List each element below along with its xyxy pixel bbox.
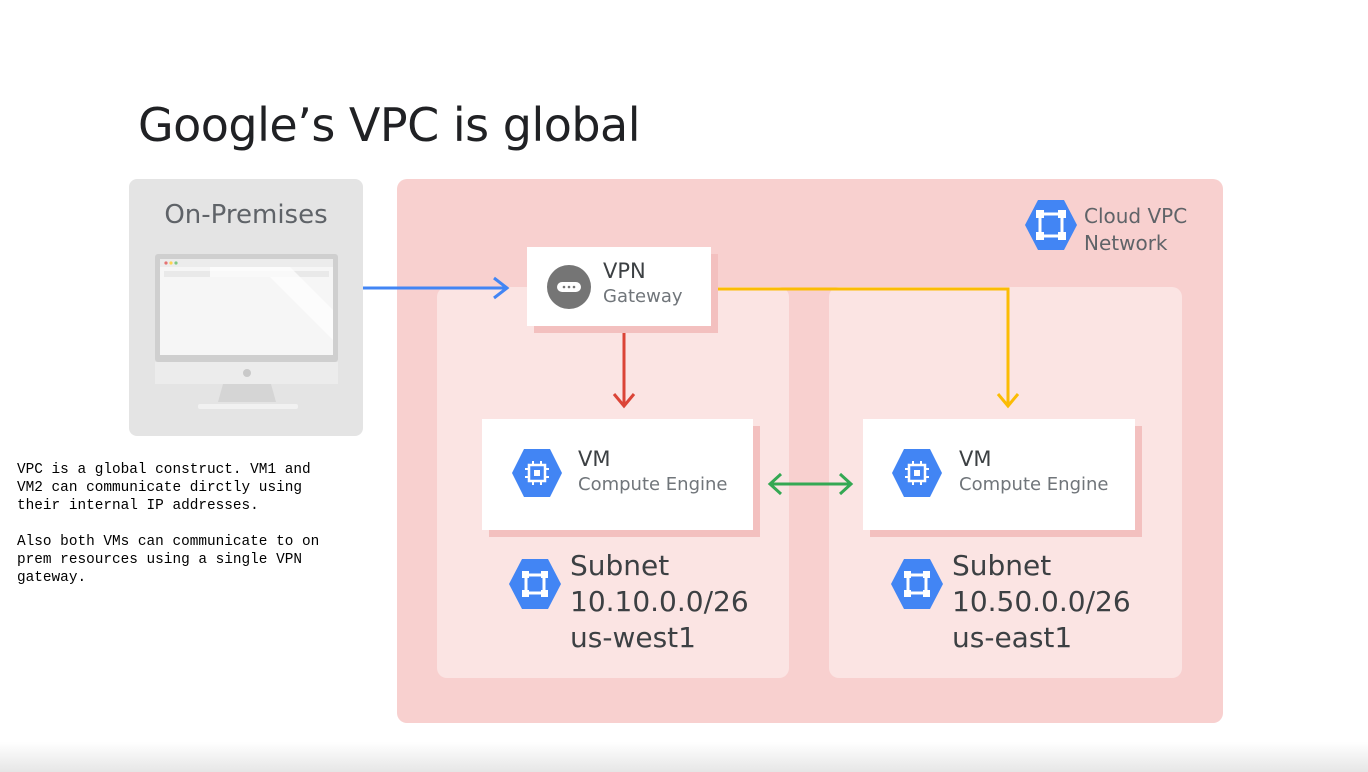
cloud-vpc-hexagon-icon xyxy=(1025,200,1077,250)
compute-engine-icon xyxy=(892,449,942,497)
desktop-computer-icon xyxy=(155,254,338,409)
subnet-east-region: us-east1 xyxy=(952,621,1073,654)
vm2-subtitle: Compute Engine xyxy=(959,474,1109,495)
on-premises-label: On-Premises xyxy=(164,200,328,230)
vm1-subtitle: Compute Engine xyxy=(578,474,728,495)
cloud-vpc-label: Cloud VPC Network xyxy=(1084,203,1187,257)
bottom-bar xyxy=(0,742,1368,772)
subnet-west-region: us-west1 xyxy=(570,621,696,654)
vpn-gateway-subtitle: Gateway xyxy=(603,286,683,307)
vm2-title: VM xyxy=(959,447,992,471)
cloud-vpc-line2: Network xyxy=(1084,231,1168,255)
vm1-title: VM xyxy=(578,447,611,471)
subnet-east-details: Subnet 10.50.0.0/26 us-east1 xyxy=(952,548,1131,656)
subnet-network-icon xyxy=(509,559,561,609)
vpn-to-vm1-arrow xyxy=(612,333,636,409)
subnet-network-icon xyxy=(891,559,943,609)
slide-title: Google’s VPC is global xyxy=(138,98,641,152)
subnet-west-label: Subnet xyxy=(570,549,670,582)
vm1-vm2-bidirectional-arrow xyxy=(767,472,854,496)
cloud-vpc-line1: Cloud VPC xyxy=(1084,204,1188,228)
compute-engine-icon xyxy=(512,449,562,497)
vpn-gateway-title: VPN xyxy=(603,259,646,283)
subnet-east-cidr: 10.50.0.0/26 xyxy=(952,585,1131,618)
note-text: VPC is a global construct. VM1 and VM2 c… xyxy=(17,462,320,586)
vpn-to-vm2-arrow xyxy=(718,287,1020,409)
subnet-west-details: Subnet 10.10.0.0/26 us-west1 xyxy=(570,548,749,656)
on-prem-to-vpn-arrow xyxy=(363,276,510,300)
subnet-west-cidr: 10.10.0.0/26 xyxy=(570,585,749,618)
subnet-east-label: Subnet xyxy=(952,549,1052,582)
vpn-gateway-icon xyxy=(547,265,591,309)
